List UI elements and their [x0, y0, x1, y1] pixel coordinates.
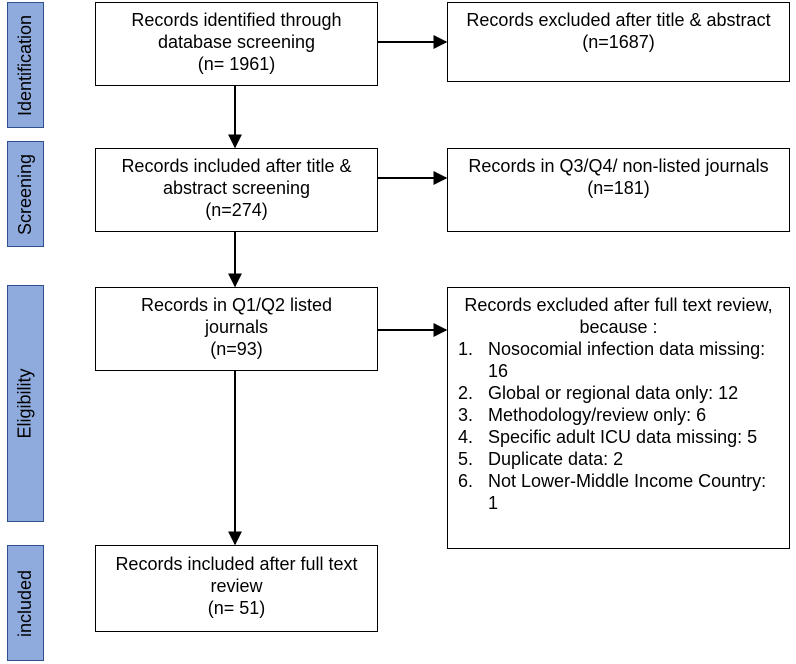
exclusion-reason-item: 3.Methodology/review only: 6 [458, 405, 707, 425]
excluded-full-box: Records excluded after full text review,… [447, 287, 790, 549]
excluded-title-count: (n=1687) [582, 32, 655, 52]
exclusion-reason-item: 4.Specific adult ICU data missing: 5 [458, 427, 758, 447]
q3q4-count: (n=181) [587, 178, 650, 198]
excluded-title-line1: Records excluded after title & abstract [466, 10, 771, 30]
included-full-count: (n= 51) [207, 598, 266, 618]
stage-included: included [7, 545, 44, 661]
q1q2-box: Records in Q1/Q2 listed journals (n=93) [95, 287, 378, 371]
excluded-full-line1: Records excluded after full text review, [464, 295, 773, 315]
included-title-box: Records included after title & abstract … [95, 148, 378, 232]
stage-screening-label: Screening [15, 153, 35, 235]
stage-eligibility-label: Eligibility [15, 368, 35, 439]
identified-box: Records identified through database scre… [95, 2, 378, 86]
exclusion-reason-item: 6.Not Lower-Middle Income Country: 1 [458, 471, 767, 513]
excluded-full-line2: because : [579, 317, 658, 337]
q1q2-count: (n=93) [210, 339, 263, 359]
stage-identification-label: Identification [15, 14, 36, 116]
identified-line2: database screening [157, 32, 316, 52]
identified-line1: Records identified through [131, 10, 342, 30]
included-title-line1: Records included after title & [121, 156, 352, 176]
q1q2-line1: Records in Q1/Q2 listed [140, 295, 333, 315]
included-full-line2: review [210, 576, 263, 596]
stage-included-label: included [15, 569, 35, 637]
included-title-line2: abstract screening [162, 178, 311, 198]
stage-eligibility: Eligibility [7, 285, 44, 522]
exclusion-reason-item: 2.Global or regional data only: 12 [458, 383, 739, 403]
included-title-count: (n=274) [205, 200, 268, 220]
q3q4-box: Records in Q3/Q4/ non-listed journals (n… [447, 148, 790, 232]
stage-identification: Identification [7, 2, 44, 128]
stage-screening: Screening [7, 141, 44, 247]
q1q2-line2: journals [204, 317, 269, 337]
identified-count: (n= 1961) [197, 54, 276, 74]
q3q4-line1: Records in Q3/Q4/ non-listed journals [468, 156, 769, 176]
included-full-line1: Records included after full text [115, 554, 358, 574]
exclusion-reasons-list: 1.Nosocomial infection data missing: 16 … [458, 338, 779, 514]
included-full-box: Records included after full text review … [95, 545, 378, 632]
exclusion-reason-item: 1.Nosocomial infection data missing: 16 [458, 339, 766, 381]
excluded-title-box: Records excluded after title & abstract … [447, 2, 790, 82]
exclusion-reason-item: 5.Duplicate data: 2 [458, 449, 624, 469]
